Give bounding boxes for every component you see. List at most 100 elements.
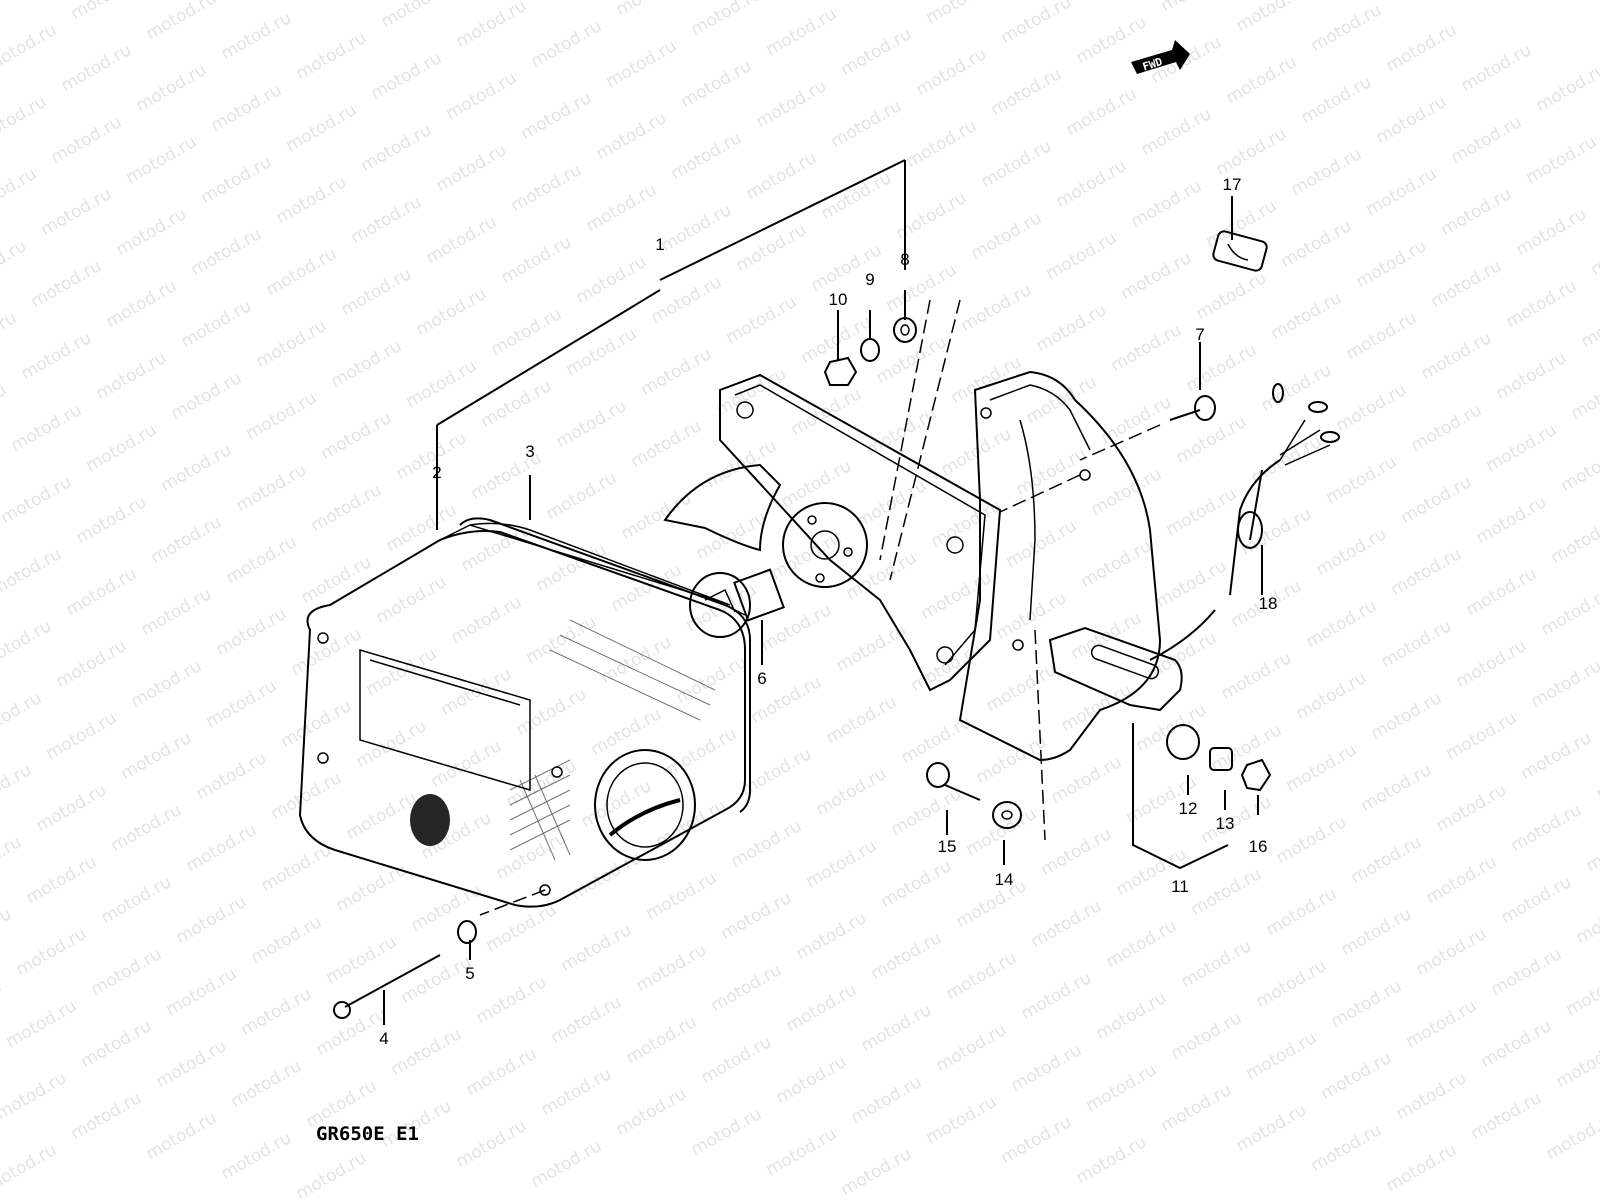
wire-harness	[1149, 383, 1340, 661]
watermark-text: motod.ru	[1388, 544, 1466, 600]
watermark-text: motod.ru	[1538, 584, 1600, 640]
watermark-text: motod.ru	[378, 0, 456, 32]
watermark-text: motod.ru	[308, 480, 386, 536]
watermark-text: motod.ru	[0, 688, 45, 744]
callout-6: 6	[757, 669, 766, 688]
watermark-text: motod.ru	[28, 256, 106, 312]
watermark-text: motod.ru	[233, 460, 311, 516]
watermark-text: motod.ru	[143, 1108, 221, 1164]
watermark-text: motod.ru	[1418, 328, 1496, 384]
watermark-text: motod.ru	[0, 472, 75, 528]
watermark-text: motod.ru	[58, 40, 136, 96]
watermark-text: motod.ru	[1463, 564, 1541, 620]
watermark-text: motod.ru	[878, 856, 956, 912]
watermark-text: motod.ru	[758, 600, 836, 656]
watermark-text: motod.ru	[1348, 832, 1426, 888]
watermark-text: motod.ru	[83, 420, 161, 476]
callout-18: 18	[1259, 594, 1278, 613]
watermark-text: motod.ru	[238, 984, 316, 1040]
watermark-text: motod.ru	[1158, 0, 1236, 16]
watermark-text: motod.ru	[328, 336, 406, 392]
watermark-text: motod.ru	[723, 292, 801, 348]
watermark-text: motod.ru	[1248, 432, 1326, 488]
watermark-text: motod.ru	[1333, 380, 1411, 436]
watermark-text: motod.ru	[193, 748, 271, 804]
watermark-text: motod.ru	[1528, 656, 1600, 712]
watermark-text: motod.ru	[1063, 84, 1141, 140]
watermark-text: motod.ru	[803, 836, 881, 892]
watermark-text: motod.ru	[1118, 248, 1196, 304]
watermark-text: motod.ru	[608, 560, 686, 616]
watermark-text: motod.ru	[638, 344, 716, 400]
watermark-text: motod.ru	[73, 492, 151, 548]
watermark-text: motod.ru	[1253, 956, 1331, 1012]
socket-plate	[782, 502, 868, 588]
watermark-text: motod.ru	[1273, 812, 1351, 868]
watermark-text: motod.ru	[593, 108, 671, 164]
watermark-text: motod.ru	[0, 544, 65, 600]
watermark-text: motod.ru	[388, 1024, 466, 1080]
watermark-text: motod.ru	[1073, 1132, 1151, 1188]
watermark-text: motod.ru	[268, 768, 346, 824]
watermark-text: motod.ru	[793, 908, 871, 964]
watermark-text: motod.ru	[508, 160, 586, 216]
watermark-text: motod.ru	[1038, 824, 1116, 880]
watermark-text: motod.ru	[1558, 440, 1600, 496]
callout-10: 10	[829, 290, 848, 309]
watermark-text: motod.ru	[963, 804, 1041, 860]
watermark-text: motod.ru	[958, 280, 1036, 336]
watermark-text: motod.ru	[1313, 524, 1391, 580]
watermark-text: motod.ru	[133, 60, 211, 116]
watermark-text: motod.ru	[833, 620, 911, 676]
reflector-shade	[663, 463, 782, 552]
callout-labels: 1 2 3 4 5 6 7 8 9 10 11 12 13 14 15 16 1…	[379, 175, 1277, 1048]
watermark-text: motod.ru	[108, 800, 186, 856]
watermark-text: motod.ru	[213, 604, 291, 660]
watermark-text: motod.ru	[413, 284, 491, 340]
watermark-text: motod.ru	[528, 1136, 606, 1192]
watermark-text: motod.ru	[148, 512, 226, 568]
watermark-text: motod.ru	[1468, 1088, 1546, 1144]
watermark-text: motod.ru	[1288, 144, 1366, 200]
watermark-text: motod.ru	[343, 788, 421, 844]
watermark-text: motod.ru	[1383, 20, 1461, 76]
watermark-text: motod.ru	[1048, 752, 1126, 808]
watermark-text: motod.ru	[218, 8, 296, 64]
watermark-text: motod.ru	[1378, 616, 1456, 672]
watermark-text: motod.ru	[603, 36, 681, 92]
watermark-text: motod.ru	[918, 568, 996, 624]
watermark-text: motod.ru	[483, 900, 561, 956]
watermark-text: motod.ru	[648, 272, 726, 328]
watermark-text: motod.ru	[1103, 916, 1181, 972]
watermark-text: motod.ru	[813, 764, 891, 820]
watermark-text: motod.ru	[823, 692, 901, 748]
watermark-text: motod.ru	[1408, 400, 1486, 456]
watermark-text: motod.ru	[903, 116, 981, 172]
watermark-text: motod.ru	[1453, 636, 1531, 692]
watermark-text: motod.ru	[523, 612, 601, 668]
watermark-text: motod.ru	[573, 252, 651, 308]
callout-12: 12	[1179, 799, 1198, 818]
watermark-text: motod.ru	[688, 0, 766, 40]
watermark-text: motod.ru	[713, 364, 791, 420]
watermark-text: motod.ru	[138, 584, 216, 640]
watermark-text: motod.ru	[1583, 820, 1600, 876]
callout-1: 1	[655, 235, 664, 254]
watermark-text: motod.ru	[743, 148, 821, 204]
watermark-text: motod.ru	[1338, 904, 1416, 960]
watermark-text: motod.ru	[1088, 464, 1166, 520]
watermark-text: motod.ru	[63, 564, 141, 620]
leader-lines	[383, 159, 1263, 1025]
watermark-text: motod.ru	[623, 1012, 701, 1068]
watermark-text: motod.ru	[278, 696, 356, 752]
watermark-text: motod.ru	[248, 912, 326, 968]
watermark-text: motod.ru	[263, 244, 341, 300]
watermark-text: motod.ru	[678, 56, 756, 112]
watermark-text: motod.ru	[708, 960, 786, 1016]
callout-15: 15	[938, 837, 957, 856]
watermark-text: motod.ru	[78, 1016, 156, 1072]
watermark-text: motod.ru	[188, 224, 266, 280]
watermark-text: motod.ru	[453, 0, 531, 52]
callout-11: 11	[1171, 877, 1189, 896]
watermark-text: motod.ru	[203, 676, 281, 732]
